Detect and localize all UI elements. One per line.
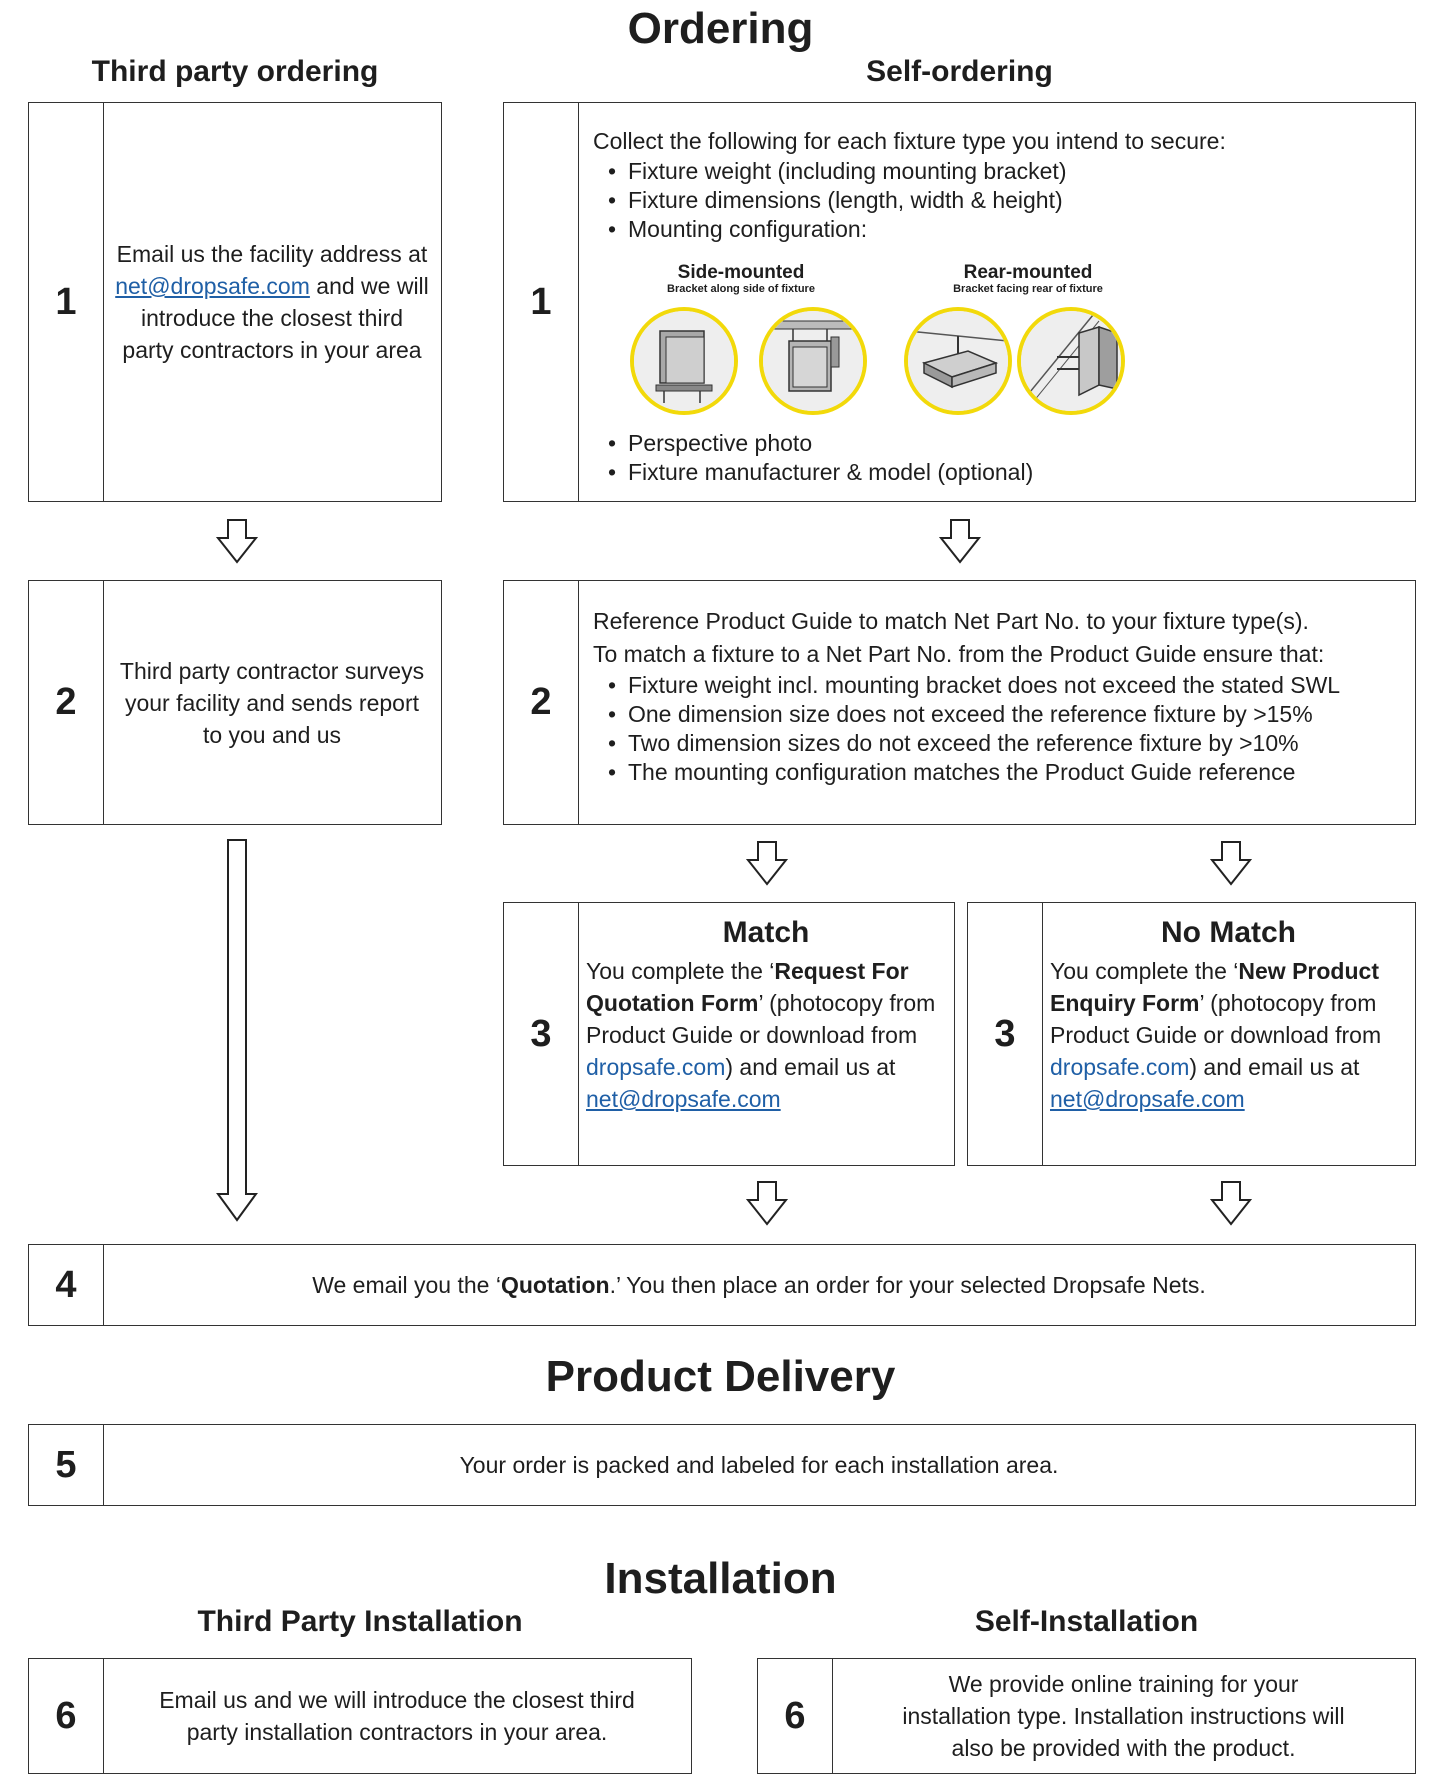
down-arrow-icon (216, 519, 258, 564)
rear-mounted-title: Rear-mounted (963, 262, 1093, 283)
text-span: ’ (photocopy from Product Guide or downl… (1050, 990, 1382, 1048)
list-item: Fixture weight incl. mounting bracket do… (608, 671, 1340, 700)
quotation-label: Quotation (500, 1272, 610, 1298)
text-span: ) and email us at (725, 1054, 896, 1080)
step-number: 3 (504, 903, 579, 1165)
no-match-text: You complete the ‘New Product Enquiry Fo… (1050, 955, 1407, 1115)
rear-mounted-subtitle: Bracket facing rear of fixture (953, 283, 1103, 295)
list-item: Fixture weight (including mounting brack… (608, 157, 1066, 186)
text-span: ) and email us at (1189, 1054, 1360, 1080)
no-match-step-3: 3 No Match You complete the ‘New Product… (967, 902, 1416, 1166)
list-item: Fixture dimensions (length, width & heig… (608, 186, 1066, 215)
reference-line: Reference Product Guide to match Net Par… (593, 608, 1309, 634)
self-install-step-6: 6 We provide online training for your in… (757, 1658, 1416, 1774)
self-install-text: We provide online training for your inst… (902, 1671, 1345, 1761)
rear-mounted-photo-2 (1017, 307, 1125, 415)
list-item: Mounting configuration: (608, 215, 1066, 244)
third-party-step-1-text: Email us the facility address at net@dro… (103, 103, 441, 501)
match-step-3: 3 Match You complete the ‘Request For Qu… (503, 902, 955, 1166)
step-number: 6 (758, 1659, 833, 1773)
no-match-content: No Match You complete the ‘New Product E… (1042, 903, 1415, 1165)
match-content: Match You complete the ‘Request For Quot… (578, 903, 954, 1165)
step-number: 1 (504, 103, 579, 501)
step-text: and we will introduce the closest third … (122, 273, 429, 363)
side-mounted-title: Side-mounted (677, 262, 805, 283)
third-party-install-text: Email us and we will introduce the close… (159, 1687, 635, 1745)
website-link[interactable]: dropsafe.com (586, 1054, 726, 1080)
step-4-text: We email you the ‘Quotation.’ You then p… (103, 1245, 1415, 1325)
side-mounted-label: Side-mounted Bracket along side of fixtu… (626, 263, 856, 296)
down-arrow-icon (1210, 1181, 1252, 1226)
step-number: 3 (968, 903, 1043, 1165)
step-number: 6 (29, 1659, 104, 1773)
third-party-installation-heading: Third Party Installation (197, 1605, 523, 1638)
no-match-title: No Match (1161, 916, 1296, 949)
self-ordering-heading: Self-ordering (866, 55, 1053, 88)
list-item: Fixture manufacturer & model (optional) (608, 458, 1033, 487)
side-mounted-photo-1 (630, 307, 738, 415)
step-number: 2 (504, 581, 579, 824)
self-installation-heading: Self-Installation (974, 1605, 1199, 1638)
step-number: 2 (29, 581, 104, 824)
text-span: You complete the ‘ (586, 958, 775, 984)
list-item: The mounting configuration matches the P… (608, 758, 1340, 787)
down-arrow-icon (746, 841, 788, 886)
match-text: You complete the ‘Request For Quotation … (586, 955, 946, 1115)
text-span: You complete the ‘ (1050, 958, 1239, 984)
list-item: Two dimension sizes do not exceed the re… (608, 729, 1340, 758)
self-step-1-content: Collect the following for each fixture t… (578, 103, 1415, 501)
long-down-arrow-icon (216, 839, 258, 1222)
step-text: Email us the facility address at (116, 241, 428, 267)
match-criteria-list: Fixture weight incl. mounting bracket do… (608, 671, 1340, 787)
third-party-install-step-6: 6 Email us and we will introduce the clo… (28, 1658, 692, 1774)
side-mounted-subtitle: Bracket along side of fixture (667, 283, 815, 295)
self-step-2: 2 Reference Product Guide to match Net P… (503, 580, 1416, 825)
third-party-step-1: 1 Email us the facility address at net@d… (28, 102, 442, 502)
installation-title: Installation (604, 1554, 837, 1603)
step-5: 5 Your order is packed and labeled for e… (28, 1424, 1416, 1506)
step-number: 4 (29, 1245, 104, 1325)
rear-mounted-label: Rear-mounted Bracket facing rear of fixt… (908, 263, 1148, 296)
collect-list-bottom: Perspective photo Fixture manufacturer &… (608, 429, 1033, 487)
collect-intro: Collect the following for each fixture t… (593, 128, 1226, 154)
step-5-text: Your order is packed and labeled for eac… (459, 1452, 1059, 1478)
email-link[interactable]: net@dropsafe.com (1050, 1086, 1245, 1112)
step-number: 1 (29, 103, 104, 501)
third-party-step-2-text: Third party contractor surveys your faci… (119, 657, 425, 748)
side-mounted-photo-2 (759, 307, 867, 415)
rear-mounted-photo-1 (904, 307, 1012, 415)
match-criteria-intro: To match a fixture to a Net Part No. fro… (593, 641, 1325, 667)
down-arrow-icon (746, 1181, 788, 1226)
down-arrow-icon (1210, 841, 1252, 886)
collect-list-top: Fixture weight (including mounting brack… (608, 157, 1066, 244)
delivery-title: Product Delivery (545, 1352, 896, 1401)
self-step-2-content: Reference Product Guide to match Net Par… (578, 581, 1415, 824)
text-span: We email you the ‘ (312, 1272, 501, 1298)
self-step-1: 1 Collect the following for each fixture… (503, 102, 1416, 502)
third-party-step-2: 2 Third party contractor surveys your fa… (28, 580, 442, 825)
third-party-ordering-heading: Third party ordering (91, 55, 379, 88)
email-link[interactable]: net@dropsafe.com (115, 273, 310, 299)
match-title: Match (722, 916, 810, 949)
email-link[interactable]: net@dropsafe.com (586, 1086, 781, 1112)
form-name: New Product Enquiry Form (1050, 958, 1379, 1016)
form-name: Request For Quotation Form (586, 958, 909, 1016)
list-item: Perspective photo (608, 429, 1033, 458)
ordering-title: Ordering (627, 4, 814, 53)
down-arrow-icon (939, 519, 981, 564)
step-4: 4 We email you the ‘Quotation.’ You then… (28, 1244, 1416, 1326)
step-number: 5 (29, 1425, 104, 1505)
text-span: .’ You then place an order for your sele… (609, 1272, 1206, 1298)
website-link[interactable]: dropsafe.com (1050, 1054, 1190, 1080)
text-span: ’ (photocopy from Product Guide or downl… (586, 990, 936, 1048)
list-item: One dimension size does not exceed the r… (608, 700, 1340, 729)
